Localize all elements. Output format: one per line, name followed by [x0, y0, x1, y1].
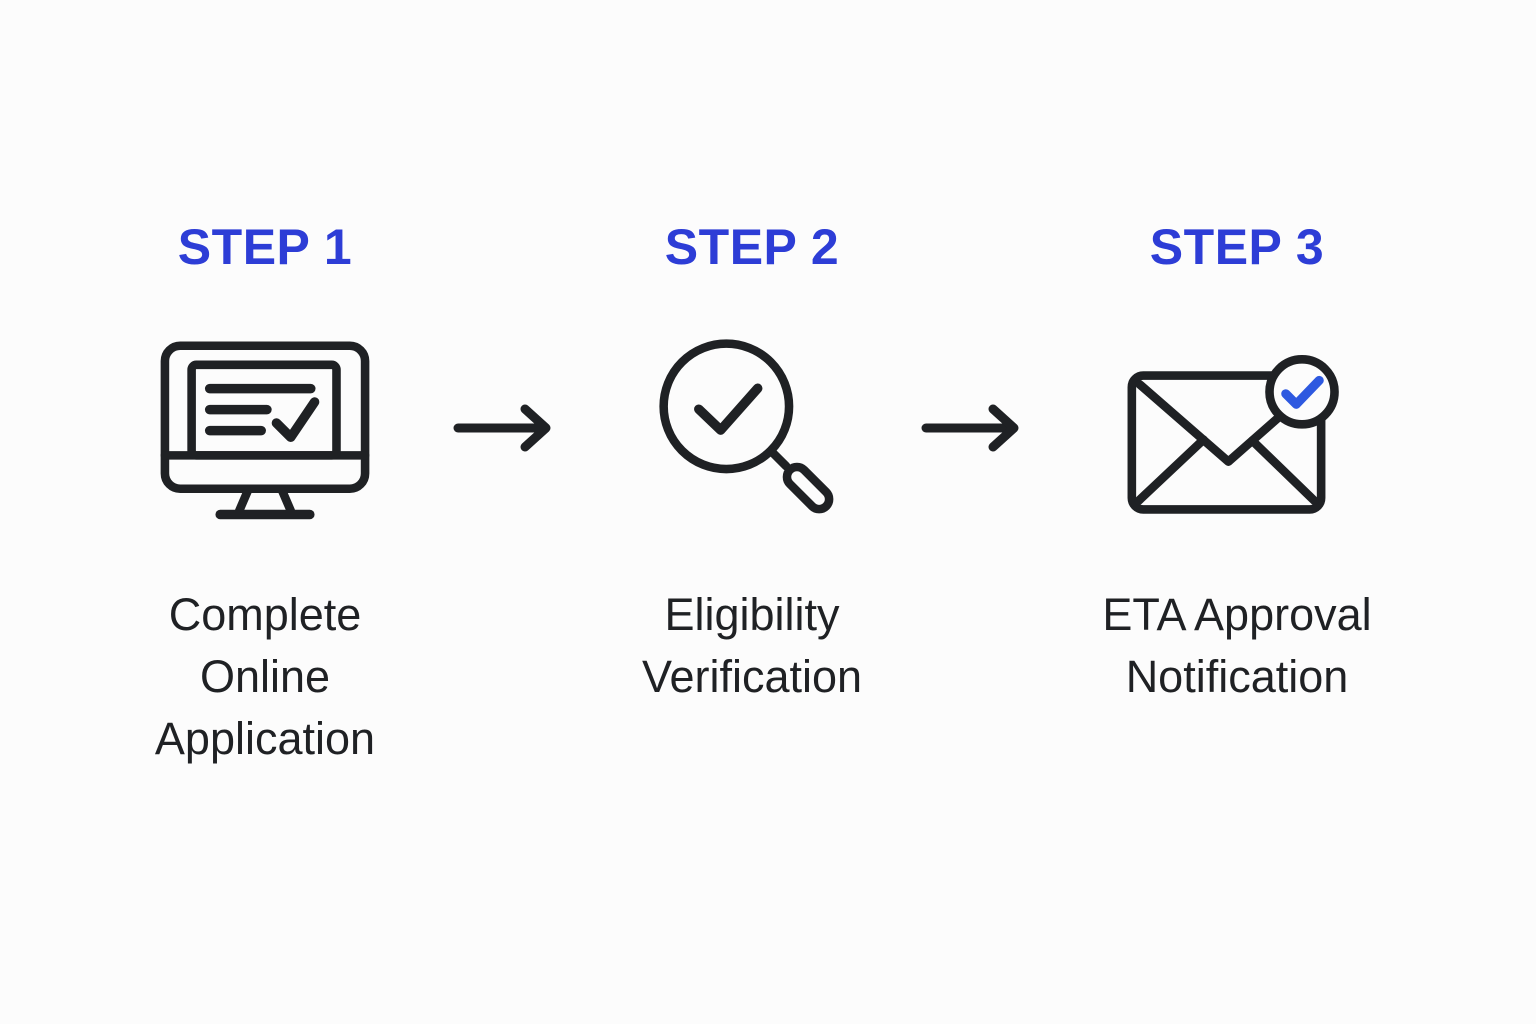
- step-1-label: Complete Online Application: [154, 589, 376, 764]
- step-2: STEP 2 Eligibility Verification: [552, 222, 952, 708]
- monitor-form-icon: [160, 340, 370, 519]
- blue-check-icon: [1281, 375, 1324, 409]
- step-2-icon-wrap: [657, 332, 847, 532]
- arrow-right-icon: [453, 404, 551, 452]
- step-2-title: STEP 2: [664, 219, 840, 275]
- step-1-title: STEP 1: [177, 219, 353, 275]
- step-3: STEP 3 ETA Approval Notification: [1037, 222, 1437, 708]
- step-3-label: ETA Approval Notification: [1102, 589, 1372, 702]
- step-1-icon-wrap: [160, 332, 370, 532]
- step-3-title: STEP 3: [1149, 219, 1325, 275]
- envelope-check-icon: [1127, 355, 1339, 514]
- step-1: STEP 1 Complete Online Application: [65, 222, 465, 770]
- step-3-icon-wrap: [1126, 332, 1348, 532]
- arrow-right-icon: [921, 404, 1019, 452]
- step-2-label: Eligibility Verification: [641, 589, 863, 702]
- magnifier-check-icon: [659, 339, 834, 514]
